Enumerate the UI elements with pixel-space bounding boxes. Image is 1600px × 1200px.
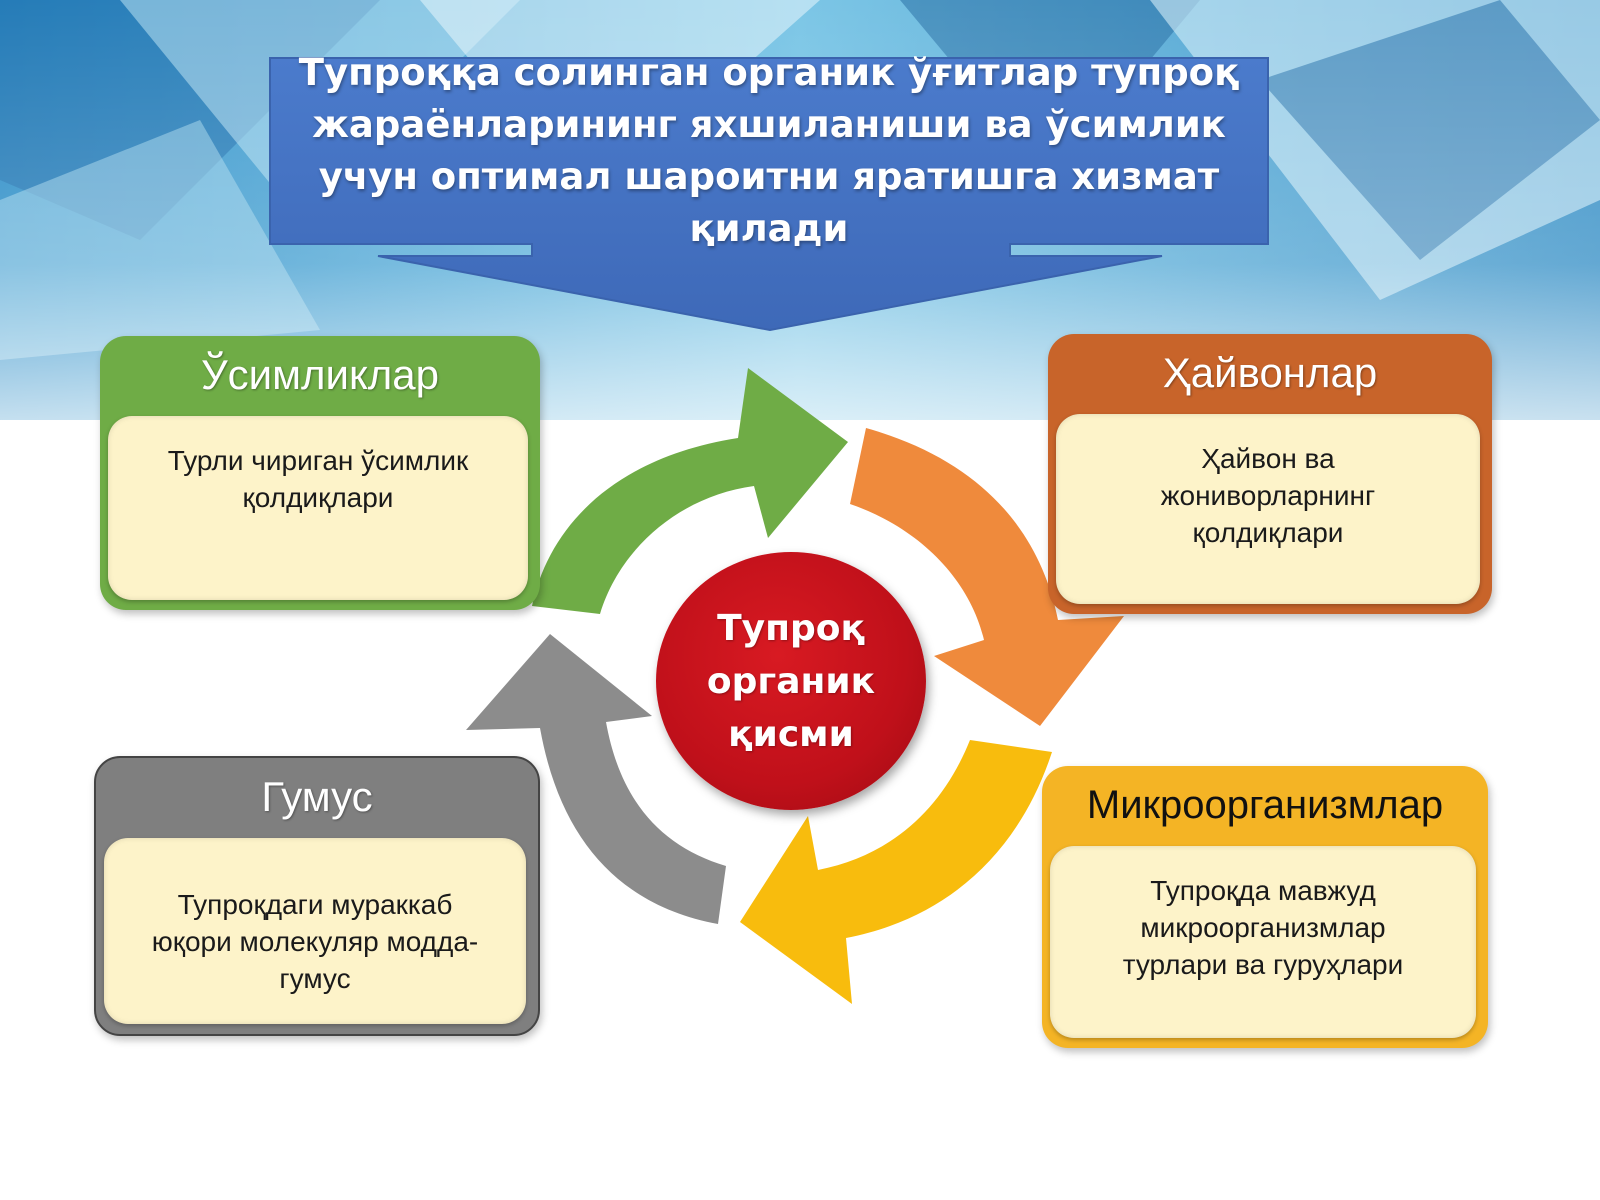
card-plants-body: Турли чириган ўсимлик қолдиқлари <box>108 416 528 600</box>
card-micro-body: Тупроқда мавжуд микроорганизмлар турлари… <box>1050 846 1476 1038</box>
card-humus: Гумус Тупроқдаги мураккаб юқори молекуля… <box>94 756 540 1036</box>
card-animals-title: Ҳайвонлар <box>1162 349 1378 396</box>
green-arrow <box>532 368 848 614</box>
card-animals: Ҳайвонлар Ҳайвон ва жониворларнинг қолди… <box>1048 334 1492 614</box>
gray-arrow <box>466 634 726 924</box>
card-humus-title: Гумус <box>261 773 373 820</box>
card-humus-body: Тупроқдаги мураккаб юқори молекуляр модд… <box>104 838 526 1024</box>
orange-arrow <box>850 428 1124 726</box>
card-micro: Микроорганизмлар Тупроқда мавжуд микроор… <box>1042 766 1488 1048</box>
card-plants-title: Ўсимликлар <box>200 351 440 398</box>
center-circle: Тупроқ органик қисми <box>656 552 926 810</box>
card-micro-title: Микроорганизмлар <box>1086 782 1444 827</box>
banner-text: Тупроққа солинган органик ўғитлар тупроқ… <box>298 51 1240 250</box>
card-plants: Ўсимликлар Турли чириган ўсимлик қолдиқл… <box>100 336 540 610</box>
banner-arrow-shape <box>269 57 1269 332</box>
card-animals-body: Ҳайвон ва жониворларнинг қолдиқлари <box>1056 414 1480 604</box>
yellow-arrow <box>740 740 1052 1004</box>
